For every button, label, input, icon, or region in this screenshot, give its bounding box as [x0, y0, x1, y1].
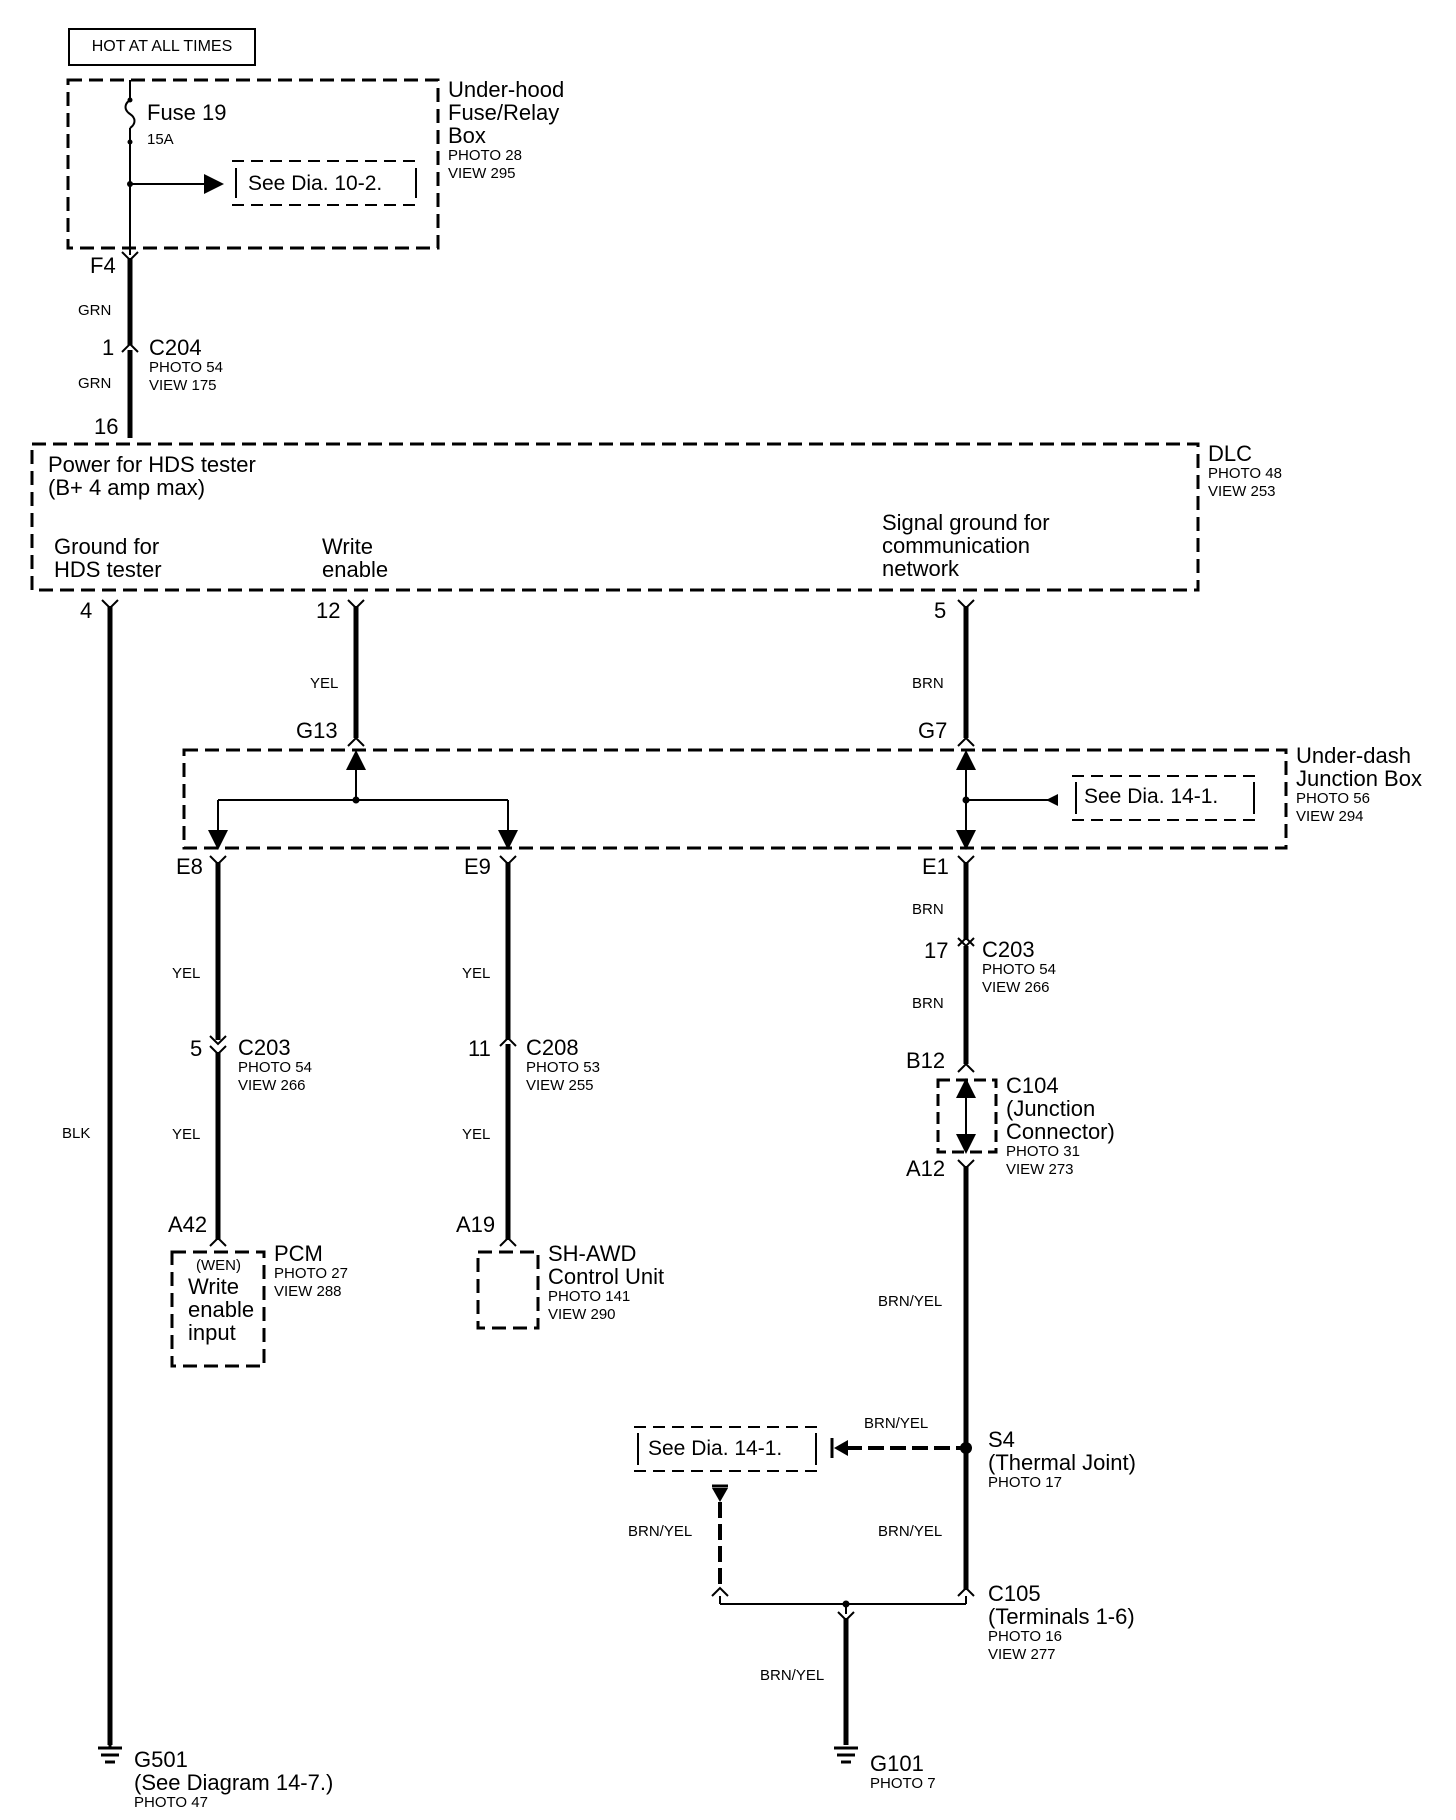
- wire-brnyel-s4-left: BRN/YEL: [864, 1415, 929, 1432]
- see-dia-10-2-link[interactable]: See Dia. 10-2.: [248, 172, 383, 195]
- wire-yel-top: YEL: [310, 675, 339, 692]
- dlc-signal-line1: Signal ground for: [882, 510, 1050, 535]
- wire-brn-c203: BRN: [912, 995, 944, 1012]
- pcm-inner-line1: Write: [188, 1274, 239, 1299]
- dlc-signal-line3: network: [882, 556, 960, 581]
- c104-pin-b12: B12: [906, 1048, 946, 1073]
- g501-label: G501 (See Diagram 14-7.)PHOTO 47: [134, 1747, 334, 1811]
- wire-yel-e9-upper: YEL: [462, 965, 491, 982]
- wire-brnyel-g101: BRN/YEL: [760, 1667, 825, 1684]
- wire-yel-e9-lower: YEL: [462, 1126, 491, 1143]
- jb-pin-e1: E1: [922, 854, 949, 879]
- dlc-power-line2: (B+ 4 amp max): [48, 475, 206, 500]
- wire-yel-e8-upper: YEL: [172, 965, 201, 982]
- fuse-box-outline: [66, 78, 440, 250]
- jb-pin-g13: G13: [296, 718, 338, 743]
- dlc-pin-5: 5: [934, 598, 947, 623]
- wire-brnyel-a12: BRN/YEL: [878, 1293, 943, 1310]
- shawd-pin: A19: [456, 1212, 496, 1237]
- pcm-inner-line3: input: [188, 1320, 236, 1345]
- dlc-write-line1: Write: [322, 534, 373, 559]
- dlc-pin-4: 4: [80, 598, 93, 623]
- fuse-19-label: Fuse 19: [147, 100, 227, 125]
- ground-symbol-g501: [98, 1745, 122, 1764]
- pcm-code: (WEN): [196, 1257, 241, 1274]
- c203-left-pin: 5: [190, 1036, 203, 1061]
- pcm-pin: A42: [168, 1212, 208, 1237]
- wire-grn-bottom: GRN: [78, 375, 112, 392]
- wire-brnyel-s4-down: BRN/YEL: [878, 1523, 943, 1540]
- jb-pin-e9: E9: [464, 854, 491, 879]
- wire-brn-top: BRN: [912, 675, 944, 692]
- see-dia-14-1-link-jb[interactable]: See Dia. 14-1.: [1084, 785, 1219, 808]
- c203-right-pin: 17: [924, 938, 949, 963]
- jb-pin-e8: E8: [176, 854, 203, 879]
- wire-blk: BLK: [62, 1125, 91, 1142]
- see-dia-14-1-link-s4[interactable]: See Dia. 14-1.: [648, 1437, 783, 1460]
- pcm-outline: [170, 1250, 266, 1368]
- wire-brnyel-left-down: BRN/YEL: [628, 1523, 693, 1540]
- pin-f4: F4: [90, 253, 116, 278]
- shawd-outline: [476, 1250, 540, 1330]
- c104-pin-a12: A12: [906, 1156, 946, 1181]
- pin-16: 16: [94, 414, 119, 439]
- dlc-power-line1: Power for HDS tester: [48, 452, 256, 477]
- pcm-inner-line2: enable: [188, 1297, 255, 1322]
- dlc-ground-line2: HDS tester: [54, 557, 162, 582]
- fuse-rating: 15A: [147, 131, 174, 148]
- dlc-ground-line1: Ground for: [54, 534, 160, 559]
- dlc-signal-line2: communication: [882, 533, 1030, 558]
- dlc-outline: [30, 442, 1200, 592]
- jb-pin-g7: G7: [918, 718, 948, 743]
- dlc-write-line2: enable: [322, 557, 389, 582]
- wire-yel-e8-lower: YEL: [172, 1126, 201, 1143]
- s4-label: S4 (Thermal Joint)PHOTO 17: [988, 1427, 1136, 1491]
- hot-at-all-times-label: HOT AT ALL TIMES: [68, 28, 256, 66]
- fuse-symbol: [124, 99, 136, 129]
- wire-brn-e1: BRN: [912, 901, 944, 918]
- c204-pin: 1: [102, 335, 115, 360]
- wire-grn-top: GRN: [78, 302, 112, 319]
- dlc-pin-12: 12: [316, 598, 341, 623]
- junction-box-outline: [182, 748, 1288, 850]
- c208-pin: 11: [468, 1036, 491, 1061]
- ground-symbol-g101: [834, 1746, 858, 1764]
